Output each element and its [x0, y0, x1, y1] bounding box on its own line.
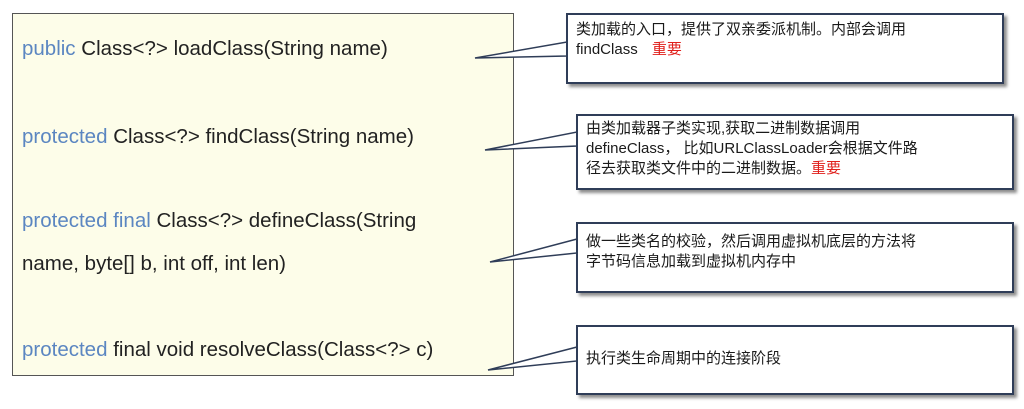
note-line: 类加载的入口，提供了双亲委派机制。内部会调用 [576, 21, 907, 38]
method-loadclass: public Class<?> loadClass(String name) [22, 37, 388, 61]
important-label: 重要 [651, 41, 682, 58]
code-panel [12, 13, 514, 376]
connector-3 [489, 238, 578, 263]
method-signature: final void resolveClass(Class<?> c) [113, 338, 434, 361]
note-loadclass: 类加载的入口，提供了双亲委派机制。内部会调用 findClass 重要 [566, 13, 1004, 84]
important-label: 重要 [811, 160, 842, 177]
note-text: 径去获取类文件中的二进制数据。 [586, 160, 812, 177]
connector-2 [484, 131, 578, 151]
note-line: defineClass， 比如URLClassLoader会根据文件路 [586, 140, 918, 157]
note-defineclass: 做一些类名的校验，然后调用虚拟机底层的方法将 字节码信息加载到虚拟机内存中 [576, 222, 1014, 293]
connector-4 [487, 346, 578, 371]
method-modifier: protected final [22, 209, 151, 232]
method-signature-cont: name, byte[] b, int off, int len) [22, 252, 286, 275]
method-modifier: protected [22, 338, 108, 361]
method-modifier: protected [22, 125, 108, 148]
method-defineclass: protected final Class<?> defineClass(Str… [22, 209, 416, 233]
method-defineclass-params: name, byte[] b, int off, int len) [22, 252, 286, 276]
method-signature: Class<?> defineClass(String [156, 209, 417, 232]
note-line-last: 径去获取类文件中的二进制数据。重要 [586, 159, 1004, 179]
method-findclass: protected Class<?> findClass(String name… [22, 125, 414, 149]
note-findclass: 由类加载器子类实现,获取二进制数据调用 defineClass， 比如URLCl… [576, 114, 1014, 190]
method-signature: Class<?> findClass(String name) [113, 125, 414, 148]
note-text: findClass [576, 41, 638, 58]
note-line: 字节码信息加载到虚拟机内存中 [586, 253, 797, 270]
connector-1 [474, 41, 568, 59]
note-line: 由类加载器子类实现,获取二进制数据调用 [586, 120, 861, 137]
method-resolveclass: protected final void resolveClass(Class<… [22, 338, 433, 362]
note-line: 做一些类名的校验，然后调用虚拟机底层的方法将 [586, 233, 917, 250]
method-modifier: public [22, 37, 76, 60]
note-line-last: findClass 重要 [576, 40, 994, 60]
method-signature: Class<?> loadClass(String name) [81, 37, 388, 60]
note-resolveclass: 执行类生命周期中的连接阶段 [576, 325, 1014, 395]
note-line: 执行类生命周期中的连接阶段 [586, 350, 782, 367]
